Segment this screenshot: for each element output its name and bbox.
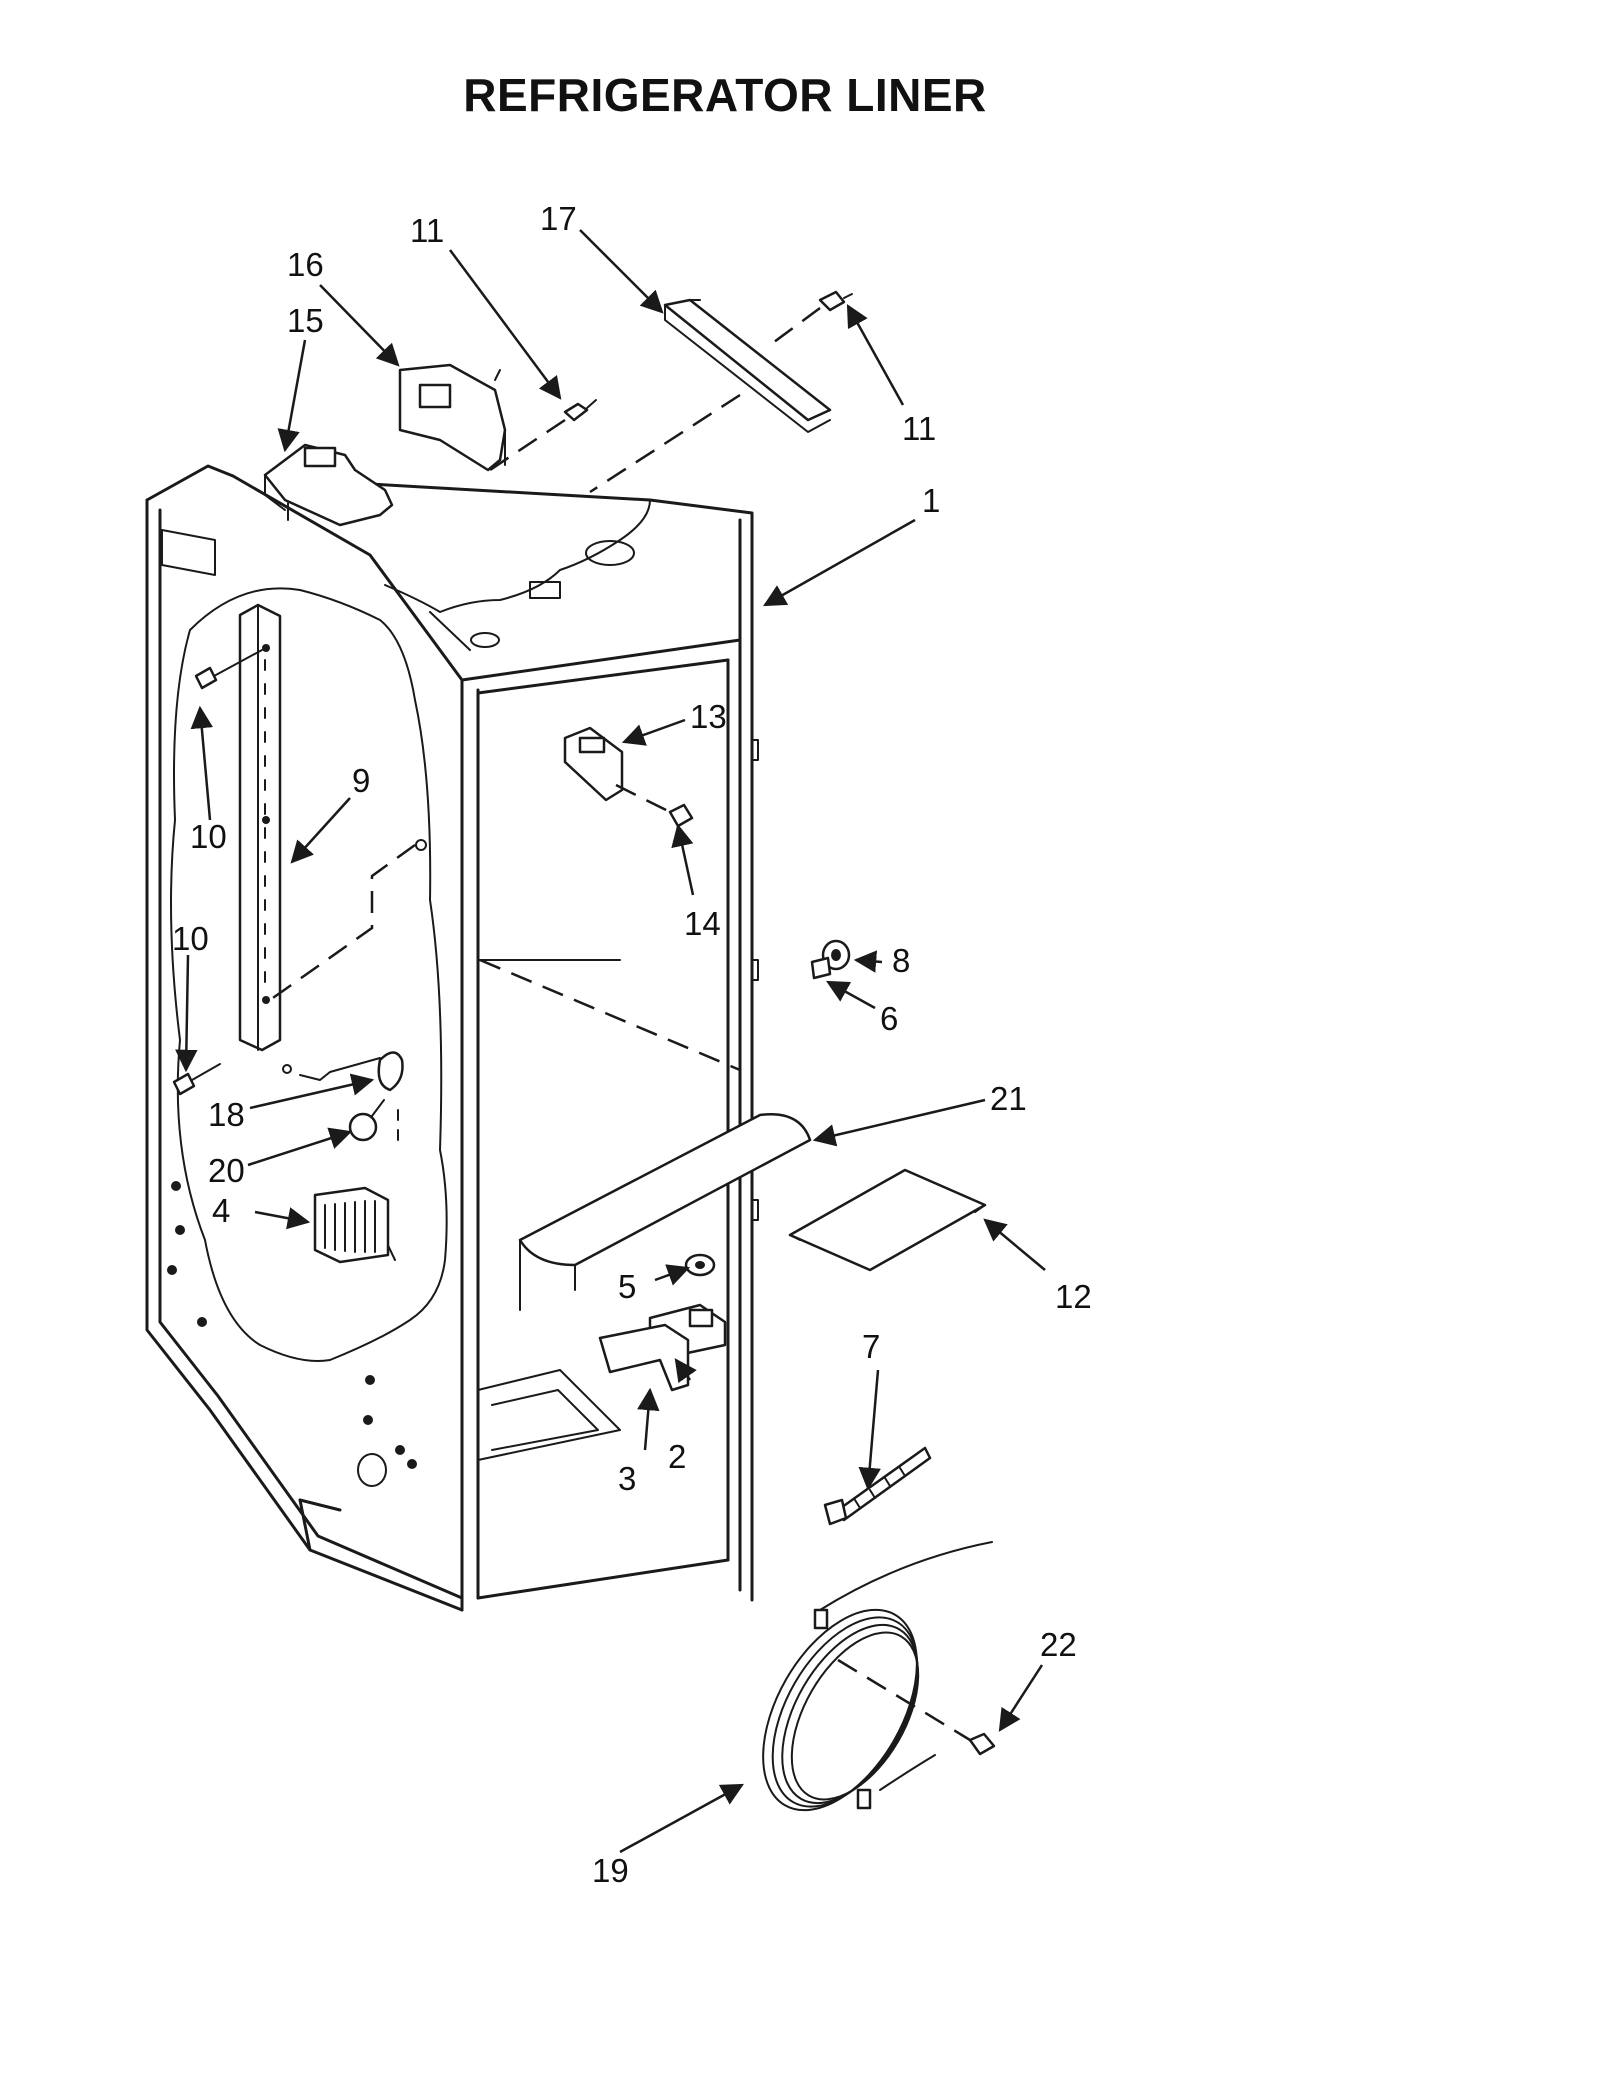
mounting-bracket bbox=[398, 363, 507, 472]
screw-11-right bbox=[769, 290, 853, 347]
callout-18: 18 bbox=[208, 1096, 245, 1133]
crisper-shelf-support bbox=[788, 1168, 987, 1272]
cable-tie bbox=[823, 1446, 932, 1526]
screw-22 bbox=[968, 1732, 996, 1756]
callout-22: 22 bbox=[1040, 1626, 1077, 1663]
screw-10-lower bbox=[172, 1063, 221, 1096]
drain-grommet bbox=[684, 1253, 716, 1277]
leader-lines bbox=[175, 229, 1046, 1854]
diagram-title: REFRIGERATOR LINER bbox=[463, 69, 987, 121]
top-trim-bracket bbox=[663, 298, 832, 433]
callout-21: 21 bbox=[990, 1080, 1027, 1117]
callout-labels: 1 2 3 4 5 6 7 8 9 10 10 11 11 12 13 14 1… bbox=[172, 200, 1092, 1889]
callout-11-right: 11 bbox=[902, 410, 936, 447]
screw-14 bbox=[668, 803, 694, 828]
callout-5: 5 bbox=[618, 1268, 636, 1305]
callout-6: 6 bbox=[880, 1000, 898, 1037]
callout-10-lower: 10 bbox=[172, 920, 209, 957]
callout-2: 2 bbox=[668, 1438, 686, 1475]
callout-8: 8 bbox=[892, 942, 910, 979]
drain-bracket bbox=[598, 1323, 690, 1392]
callout-13: 13 bbox=[690, 698, 727, 735]
air-vent-grille bbox=[313, 1186, 390, 1264]
refrigerator-liner bbox=[145, 464, 759, 1612]
crisper-cover bbox=[518, 1113, 812, 1311]
callout-11-left: 11 bbox=[410, 212, 444, 249]
callout-9: 9 bbox=[352, 762, 370, 799]
screw-11-left bbox=[489, 399, 597, 472]
control-housing bbox=[263, 443, 394, 527]
light-socket-and-bulb bbox=[269, 839, 427, 1151]
water-tubing-coil bbox=[762, 1541, 993, 1812]
callout-1: 1 bbox=[922, 482, 940, 519]
callout-10-upper: 10 bbox=[190, 818, 227, 855]
callout-19: 19 bbox=[592, 1852, 629, 1889]
shelf-rail bbox=[238, 603, 282, 1052]
callout-15: 15 bbox=[287, 302, 324, 339]
callout-4: 4 bbox=[212, 1192, 230, 1229]
callout-16: 16 bbox=[287, 246, 324, 283]
callout-14: 14 bbox=[684, 905, 721, 942]
callout-20: 20 bbox=[208, 1152, 245, 1189]
callout-12: 12 bbox=[1055, 1278, 1092, 1315]
small-bracket bbox=[563, 726, 671, 814]
callout-17: 17 bbox=[540, 200, 577, 237]
callout-7: 7 bbox=[862, 1328, 880, 1365]
door-stop-bumper bbox=[810, 939, 851, 980]
callout-3: 3 bbox=[618, 1460, 636, 1497]
screw-10-upper bbox=[194, 649, 263, 690]
